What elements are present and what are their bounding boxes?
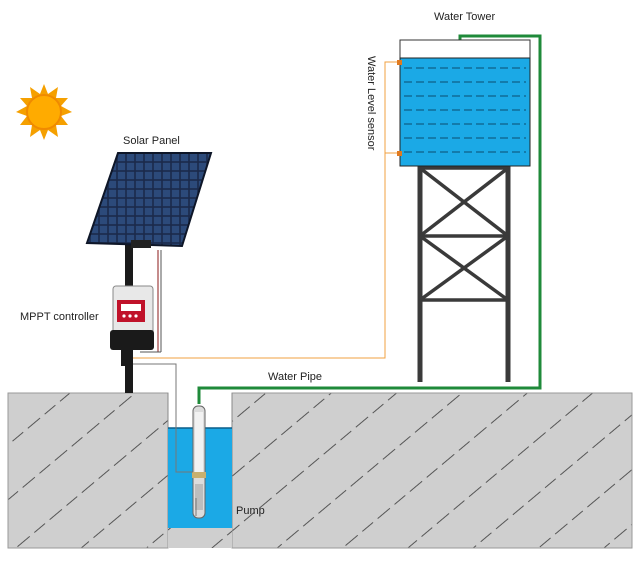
- water-pipe-label: Water Pipe: [268, 371, 322, 383]
- level-sensor-top: [397, 60, 402, 65]
- pump-icon: [192, 405, 206, 519]
- sun-icon: [16, 84, 72, 140]
- sensor-wire: [133, 61, 397, 359]
- water-level-sensor-label: Water Level sensor: [365, 56, 377, 151]
- level-sensor-bottom: [397, 151, 402, 156]
- water-tank: [397, 39, 531, 167]
- tower-icon: [417, 165, 511, 382]
- controller-icon: [110, 285, 154, 366]
- mppt-controller-label: MPPT controller: [20, 311, 99, 323]
- water-tower-label: Water Tower: [434, 11, 495, 23]
- pump-cable: [124, 363, 193, 473]
- solar-panel-icon: [85, 152, 213, 393]
- ground: [7, 392, 633, 549]
- water-pipe: [197, 34, 542, 404]
- pump-label: Pump: [236, 505, 265, 517]
- solar-panel-label: Solar Panel: [123, 135, 180, 147]
